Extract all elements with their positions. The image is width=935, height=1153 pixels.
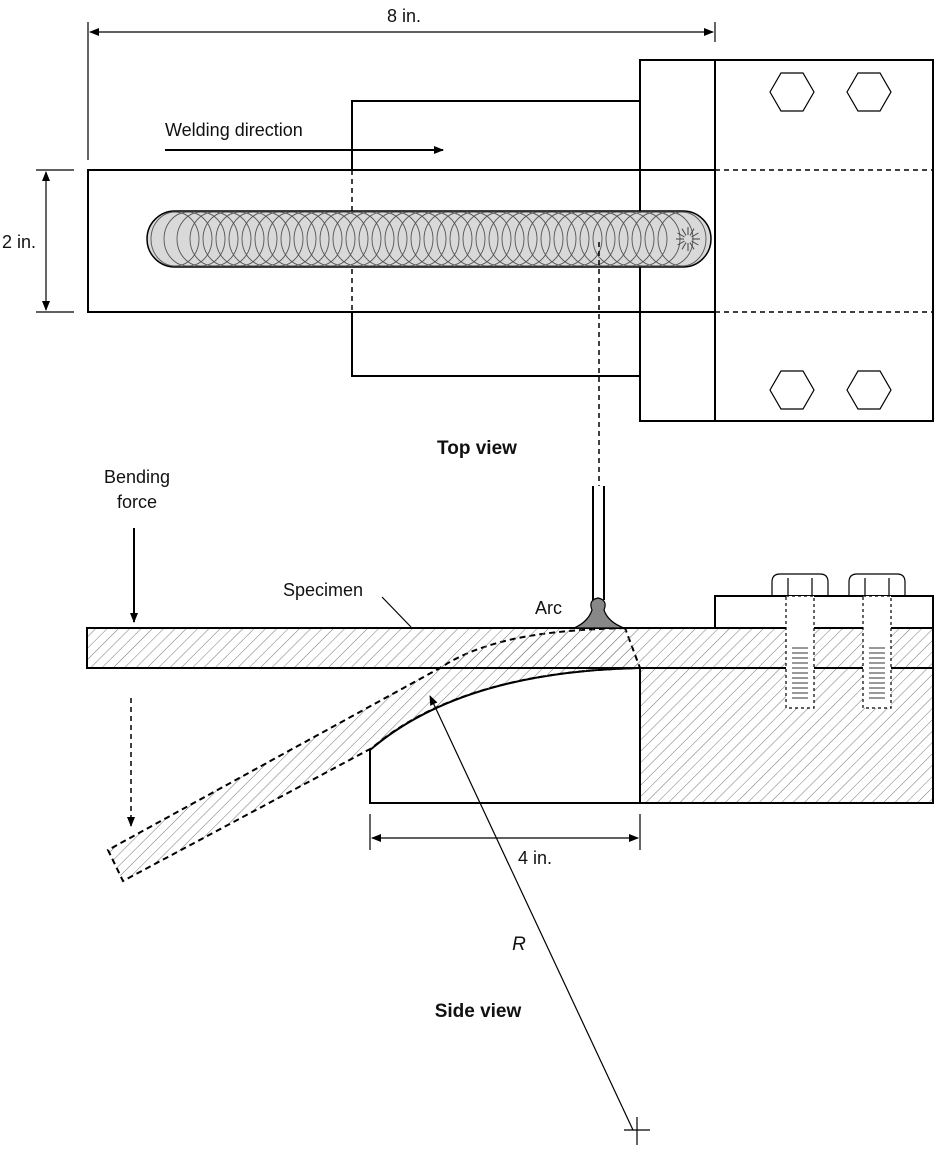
dimension-2in: 2 in. [2,170,74,312]
side-view-caption: Side view [435,1001,522,1022]
weld-bead [147,211,711,267]
hex-bolt-head-icon [770,73,891,409]
bending-force-label-line2: force [117,492,157,512]
top-clamp-plate [715,596,933,628]
top-view-caption: Top view [437,438,517,459]
radius-label: R [512,934,526,955]
welding-direction-label: Welding direction [165,120,303,140]
welding-electrode [574,486,624,628]
arc-label: Arc [535,598,562,618]
bending-force-label-line1: Bending [104,467,170,487]
specimen-label: Specimen [283,580,363,600]
dimension-8in-label: 8 in. [387,6,421,26]
bend-radius: R [430,696,650,1145]
side-view: Bending force [87,467,933,1145]
top-view: 8 in. 2 [2,6,933,486]
specimen-leader-line [382,597,411,627]
dimension-4in-label: 4 in. [518,848,552,868]
dimension-2in-label: 2 in. [2,232,36,252]
dimension-4in: 4 in. [370,814,640,872]
